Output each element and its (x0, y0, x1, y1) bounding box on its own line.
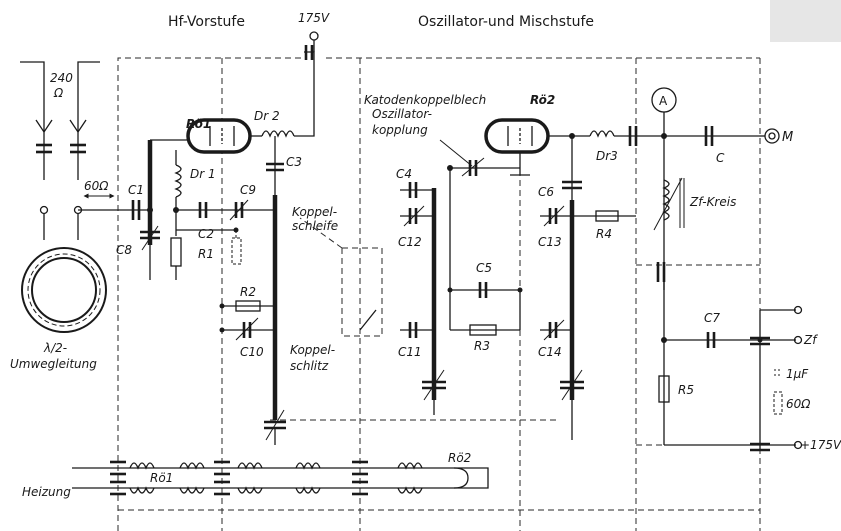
antenna-input (20, 61, 130, 240)
label-heater-tube2: Rö2 (448, 451, 471, 465)
label-r2: R2 (240, 285, 256, 299)
label-heizung: Heizung (22, 485, 71, 499)
label-r3: R3 (474, 339, 490, 353)
scan-corner (770, 0, 841, 42)
label-koppel-schlitz-1: Koppel- (290, 343, 335, 357)
label-tube2: Rö2 (530, 93, 555, 107)
label-c7: C7 (704, 311, 720, 325)
junction-dots (147, 133, 763, 343)
if-output (651, 87, 803, 452)
label-koppel-schleife-1: Koppel- (292, 205, 337, 219)
label-c5: C5 (476, 261, 492, 275)
label-c13: C13 (538, 235, 562, 249)
label-c4: C4 (396, 167, 412, 181)
label-katoden-3: kopplung (372, 123, 428, 137)
heading-rf-stage: Hf-Vorstufe (168, 14, 245, 30)
label-c8: C8 (116, 243, 132, 257)
label-c3: C3 (286, 155, 302, 169)
label-240: 240 (50, 71, 73, 85)
shield-boundaries (117, 57, 761, 531)
label-katoden-2: Oszillator- (372, 107, 432, 121)
label-dr3: Dr3 (596, 149, 618, 163)
osc-mixer-stage (400, 118, 664, 440)
label-c: C (716, 151, 725, 165)
label-c1: C1 (128, 183, 144, 197)
label-1uf: 1μF (786, 367, 809, 381)
label-lambda-2: Umwegleitung (10, 357, 97, 371)
rf-stage (130, 31, 377, 445)
label-r1: R1 (198, 247, 214, 261)
label-output-zf: Zf (803, 333, 818, 347)
label-60-ohm: 60Ω (84, 179, 109, 193)
label-c10: C10 (240, 345, 264, 359)
schematic-labels: Hf-Vorstufe Oszillator-und Mischstufe 17… (10, 11, 841, 499)
label-koppel-schlitz-2: schlitz (290, 359, 329, 373)
lambda-line-coil (21, 247, 107, 333)
heater-circuit (72, 460, 489, 496)
label-c11: C11 (398, 345, 422, 359)
label-lambda-1: λ/2- (43, 341, 67, 355)
label-c6: C6 (538, 185, 554, 199)
label-supply-top: 175V (298, 11, 330, 25)
label-meter: A (659, 94, 668, 108)
label-60-ohm-b: 60Ω (786, 397, 811, 411)
label-c2: C2 (198, 227, 214, 241)
label-240-unit: Ω (53, 86, 64, 100)
label-katoden-1: Katodenkoppelblech (364, 93, 486, 107)
label-r4: R4 (596, 227, 612, 241)
label-c12: C12 (398, 235, 422, 249)
label-c14: C14 (538, 345, 562, 359)
label-c9: C9 (240, 183, 256, 197)
label-koppel-schleife-2: schleife (292, 219, 338, 233)
label-r5: R5 (678, 383, 694, 397)
label-supply-bottom: +175V (800, 438, 841, 452)
label-tube1: Rö1 (186, 117, 211, 131)
heading-osc-stage: Oszillator-und Mischstufe (418, 14, 594, 30)
label-output-m: M (782, 130, 793, 145)
label-heater-tube1: Rö1 (150, 471, 173, 485)
label-dr1: Dr 1 (190, 167, 216, 181)
label-dr2: Dr 2 (254, 109, 280, 123)
label-zf-kreis: Zf-Kreis (689, 195, 736, 209)
